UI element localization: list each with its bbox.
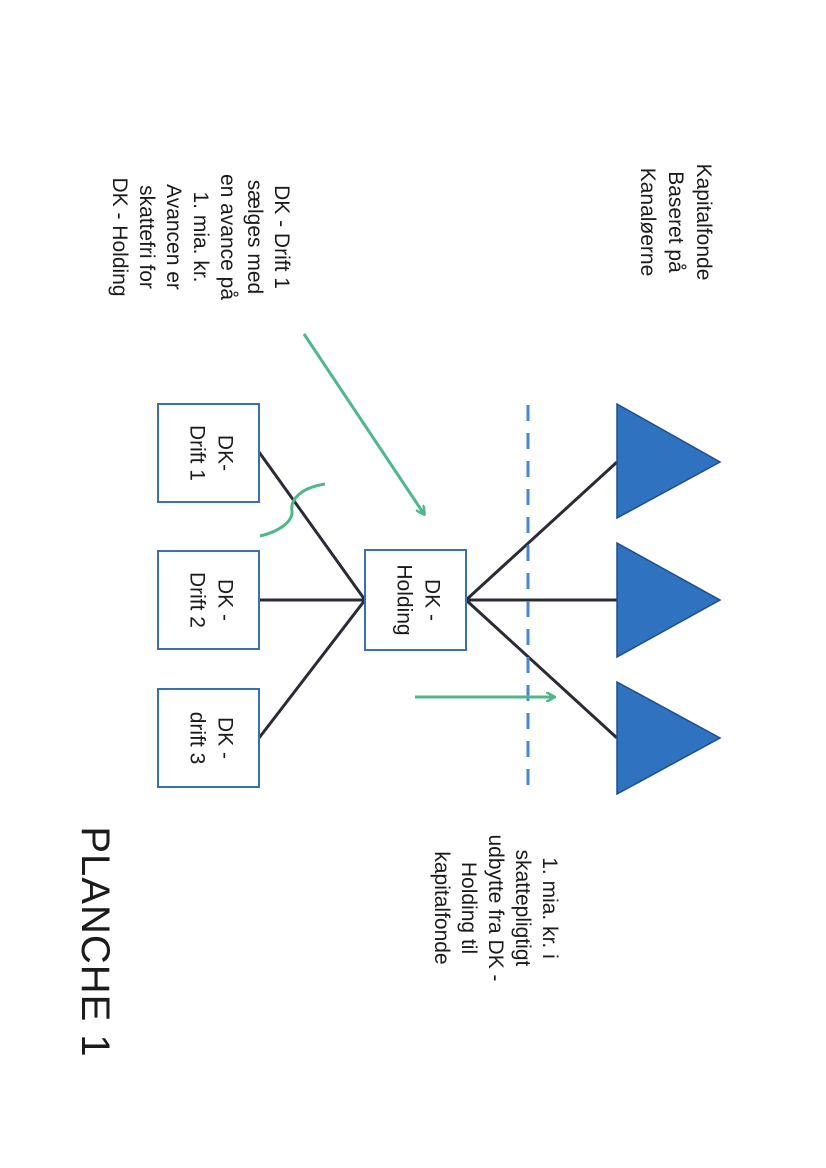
sale-note-line-6: skattefri for [135, 185, 158, 289]
fund-triangle-icon [616, 680, 722, 796]
connector-holding-fund-3 [464, 598, 619, 740]
drift-2-box [157, 550, 260, 650]
holding-box [364, 549, 467, 651]
drift-1-label-line-1: DK- [214, 435, 237, 471]
green-arc-icon [259, 482, 326, 538]
fund-triangle-icon [616, 541, 722, 659]
dividend-note-line-4: Holding til [457, 862, 480, 954]
funds-note-line-3: Kanaløerne [636, 168, 659, 277]
sale-note-line-3: en avance på [216, 174, 239, 300]
drift-3-label-line-2: drift 3 [186, 712, 209, 765]
funds-note: Kapitalfonde Baseret på Kanaløerne [636, 164, 715, 281]
drift-3-node: DK - drift 3 [157, 688, 260, 788]
sale-note-line-2: sælges med [243, 180, 266, 294]
connector-holding-drift-3 [257, 599, 367, 739]
drift-2-node: DK - Drift 2 [157, 550, 260, 650]
holding-node: DK - Holding [364, 549, 467, 651]
sale-note: DK - Drift 1 sælges med en avance på 1. … [108, 174, 293, 300]
dividend-note-line-3: udbytte fra DK - [484, 834, 507, 981]
drift-2-label-line-1: DK - [214, 579, 237, 621]
fund-triangles [616, 402, 722, 796]
dividend-note-line-2: skattepligtigt [511, 850, 534, 967]
sale-note-line-4: 1. mia. kr. [189, 191, 212, 282]
drift-1-box [157, 403, 260, 503]
connector-holding-fund-1 [464, 460, 619, 602]
connector-holding-drift-1 [257, 451, 367, 601]
dividend-note-line-1: 1. mia. kr. i [538, 857, 561, 959]
holding-label-line-2: Holding [393, 564, 416, 635]
page-title-text: PLANCHE 1 [73, 826, 117, 1057]
drift-1-label-line-2: Drift 1 [186, 425, 209, 481]
sale-note-line-5: Avancen er [162, 184, 185, 290]
funds-note-line-1: Kapitalfonde [692, 164, 715, 281]
connectors [257, 451, 619, 740]
holding-label-line-1: DK - [421, 579, 444, 621]
dividend-note: 1. mia. kr. i skattepligtigt udbytte fra… [430, 834, 561, 981]
drift-3-label-line-1: DK - [214, 717, 237, 759]
drift-3-box [157, 688, 260, 788]
sale-note-line-7: DK - Holding [108, 177, 131, 296]
sale-note-line-1: DK - Drift 1 [270, 185, 293, 289]
sale-arrow [302, 333, 424, 514]
drift-1-node: DK- Drift 1 [157, 403, 260, 503]
fund-triangle-icon [616, 402, 722, 520]
funds-note-line-2: Baseret på [664, 171, 687, 273]
page-title: PLANCHE 1 [73, 826, 117, 1057]
drift-2-label-line-2: Drift 2 [186, 572, 209, 628]
dividend-note-line-5: kapitalfonde [430, 851, 453, 964]
